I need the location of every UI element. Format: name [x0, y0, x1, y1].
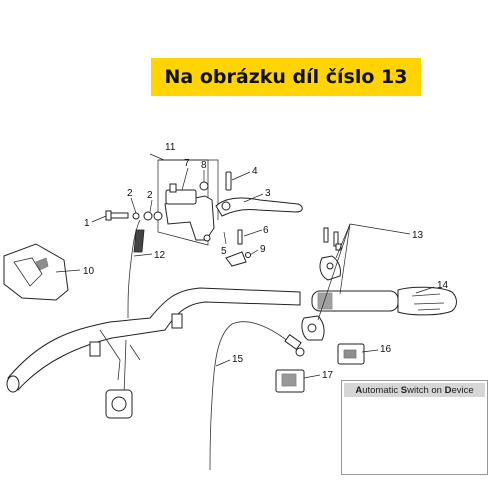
callout-2b: 2	[147, 190, 153, 201]
callout-13: 13	[412, 230, 424, 241]
inset-title-part: evice	[451, 384, 474, 396]
banner-text: Na obrázku díl číslo 13	[164, 66, 408, 88]
leader-lines	[55, 153, 435, 430]
callout-3: 3	[265, 188, 271, 199]
inset-title-part: witch on	[407, 384, 445, 396]
inset-title-part: utomatic	[362, 384, 401, 396]
callout-2a: 2	[127, 188, 133, 199]
handlebar	[6, 287, 301, 419]
callout-10: 10	[83, 266, 95, 277]
callout-14: 14	[437, 280, 449, 291]
callout-16: 16	[380, 344, 392, 355]
callout-6: 6	[263, 225, 269, 236]
part-number-banner: Na obrázku díl číslo 13	[151, 58, 421, 96]
callout-4: 4	[252, 166, 258, 177]
inset-title-part: S	[400, 384, 408, 396]
callout-15: 15	[232, 354, 244, 365]
throttle-assembly	[301, 227, 457, 341]
callout-12: 12	[154, 250, 166, 261]
callout-5: 5	[221, 246, 227, 257]
callout-17: 17	[322, 370, 334, 381]
inset-title-part: A	[355, 384, 363, 396]
inset-title-part: D	[444, 384, 452, 396]
callout-1: 1	[84, 218, 90, 229]
throttle-cable	[209, 321, 297, 471]
master-cylinder	[105, 171, 303, 267]
callout-11: 11	[165, 142, 176, 153]
switch-part-2	[275, 369, 305, 393]
callout-7: 7	[184, 158, 190, 169]
callout-9: 9	[260, 244, 266, 255]
switch-part	[337, 343, 365, 365]
bracket-part	[3, 243, 69, 301]
brake-hose-sleeve	[133, 229, 145, 253]
callout-8: 8	[201, 160, 207, 171]
